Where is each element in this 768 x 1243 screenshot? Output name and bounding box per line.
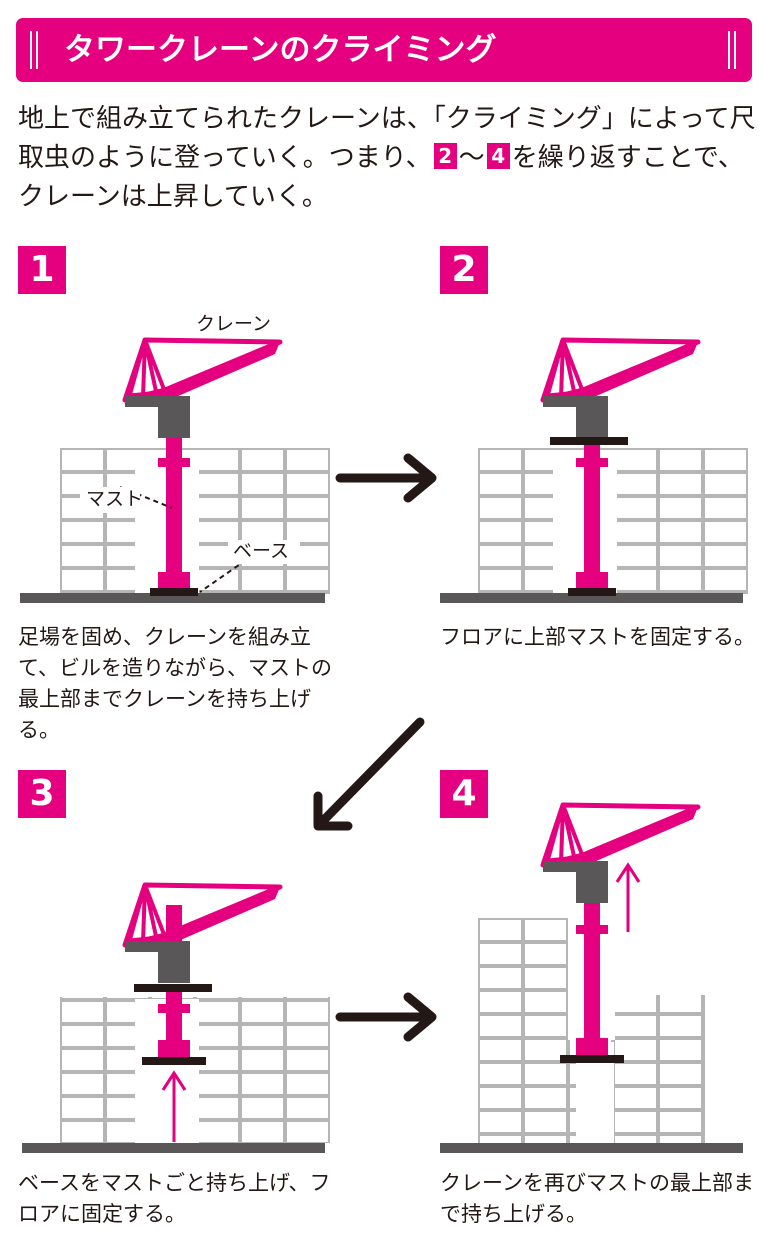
label-crane: クレーン bbox=[196, 313, 271, 335]
label-base: ベース bbox=[233, 540, 289, 562]
step-4-number: 4 bbox=[440, 770, 488, 818]
step-4-illustration bbox=[440, 802, 743, 1153]
step-1-base bbox=[150, 588, 198, 596]
base-leader-line bbox=[199, 559, 247, 593]
arrow-step-3-to-4 bbox=[335, 992, 437, 1042]
step-1-ground bbox=[20, 593, 325, 603]
title-decoration-right bbox=[726, 31, 740, 69]
ref-step-2: 2 bbox=[433, 143, 457, 169]
step-2-illustration bbox=[440, 337, 748, 603]
step-3-illustration bbox=[22, 882, 330, 1153]
step-3-caption: ベースをマストごと持ち上げ、フロアに固定する。 bbox=[18, 1171, 331, 1226]
page-title: タワークレーンのクライミング bbox=[64, 32, 497, 68]
label-mast: マスト bbox=[86, 488, 143, 510]
step-3-up-arrow bbox=[161, 1070, 187, 1142]
step-4-caption: クレーンを再びマストの最上部まで持ち上げる。 bbox=[440, 1171, 754, 1226]
step-2-floor-fix bbox=[550, 437, 628, 445]
arrow-step-2-to-3 bbox=[313, 717, 425, 831]
step-1-mast bbox=[166, 438, 182, 586]
step-3-base bbox=[142, 1057, 206, 1065]
intro-part1: 地上で組み立てられたクレーンは、「クライミング」によって尺取虫のように登っていく… bbox=[18, 104, 756, 173]
title-bar: タワークレーンのクライミング bbox=[16, 18, 752, 82]
arrow-step-1-to-2 bbox=[335, 453, 437, 503]
step-3-number: 3 bbox=[18, 770, 66, 818]
step-1-illustration: クレーン マスト ベース bbox=[20, 313, 330, 603]
title-decoration-left bbox=[28, 31, 42, 69]
intro-tilde: ～ bbox=[458, 143, 485, 173]
step-1-caption: 足場を固め、クレーンを組み立て、ビルを造りながら、マストの最上部までクレーンを持… bbox=[18, 625, 332, 742]
step-4-up-arrow bbox=[615, 862, 641, 932]
step-2-number: 2 bbox=[440, 246, 488, 294]
ref-step-4: 4 bbox=[486, 143, 510, 169]
intro-part2: を繰り返すことで、クレーンは上昇していく。 bbox=[18, 143, 744, 212]
step-1-number: 1 bbox=[18, 246, 66, 294]
intro-text: 地上で組み立てられたクレーンは、「クライミング」によって尺取虫のように登っていく… bbox=[18, 100, 758, 217]
step-2-caption: フロアに上部マストを固定する。 bbox=[440, 625, 755, 649]
